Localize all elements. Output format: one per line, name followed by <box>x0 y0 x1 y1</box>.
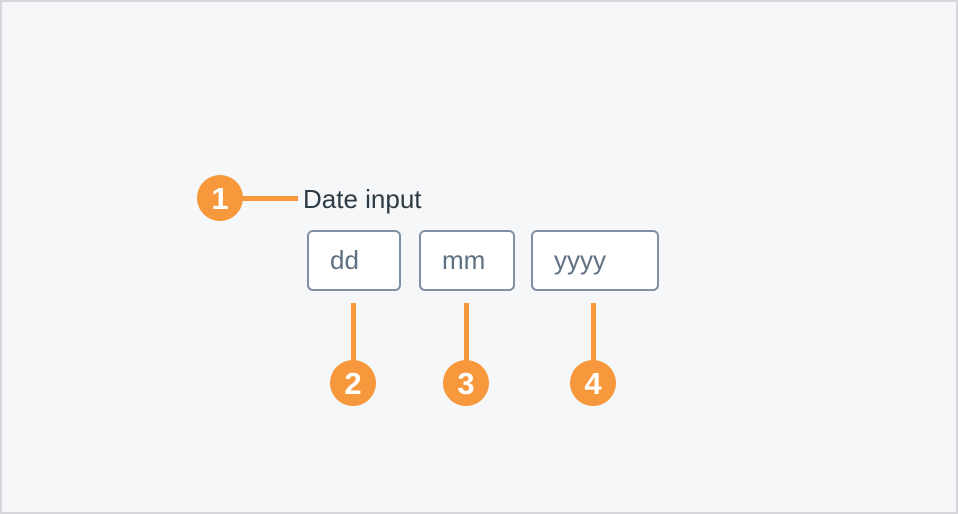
day-input[interactable] <box>307 230 401 291</box>
callout-3-connector-line <box>464 303 469 367</box>
month-input[interactable] <box>419 230 515 291</box>
callout-badge-1: 1 <box>197 175 243 221</box>
callout-2-connector-line <box>351 303 356 367</box>
date-input-label: Date input <box>303 184 422 214</box>
year-input[interactable] <box>531 230 659 291</box>
callout-badge-4: 4 <box>570 360 616 406</box>
callout-badge-2: 2 <box>330 360 376 406</box>
callout-1-connector-line <box>220 196 298 201</box>
callout-4-connector-line <box>591 303 596 367</box>
callout-badge-3: 3 <box>443 360 489 406</box>
